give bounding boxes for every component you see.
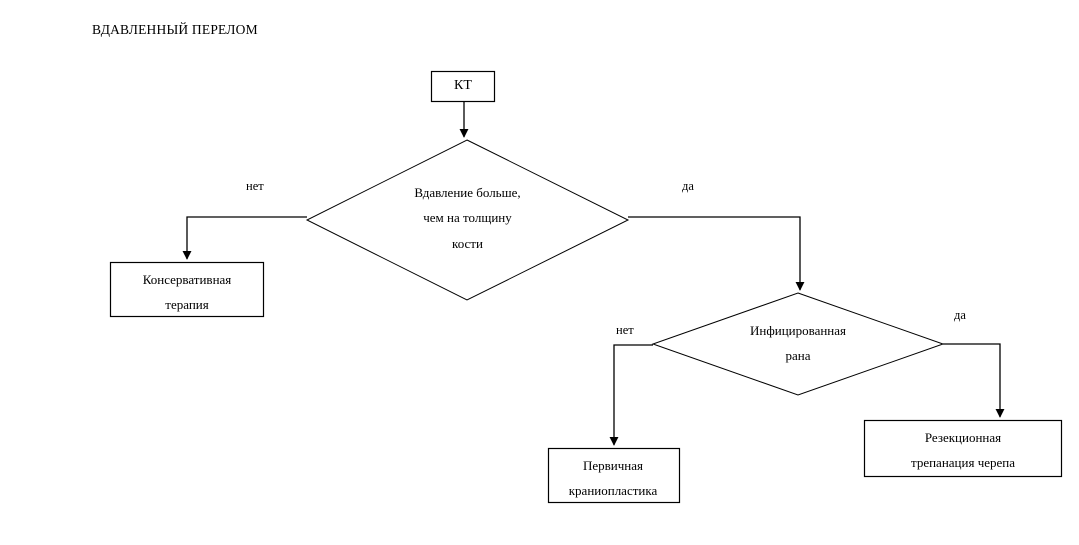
edge-decision2-to-resection: [943, 343, 1005, 418]
edge-label-decision2-no: нет: [616, 323, 634, 337]
edge-decision1-to-conservative: [182, 216, 307, 260]
node-kt-shape: [430, 70, 496, 103]
node-decision1-shape: [305, 139, 630, 301]
edge-decision1-to-decision2: [628, 216, 805, 291]
edge-label-decision2-yes: да: [954, 308, 966, 322]
node-conservative-shape: [109, 261, 265, 318]
edge-label-decision1-yes: да: [682, 179, 694, 193]
edge-decision2-to-primary: [609, 344, 653, 446]
page-title: ВДАВЛЕННЫЙ ПЕРЕЛОМ: [92, 22, 258, 37]
node-primary-shape: [547, 447, 681, 504]
edge-label-decision1-no: нет: [246, 179, 264, 193]
node-resection-shape: [863, 419, 1063, 478]
node-decision2-shape: [651, 292, 945, 396]
